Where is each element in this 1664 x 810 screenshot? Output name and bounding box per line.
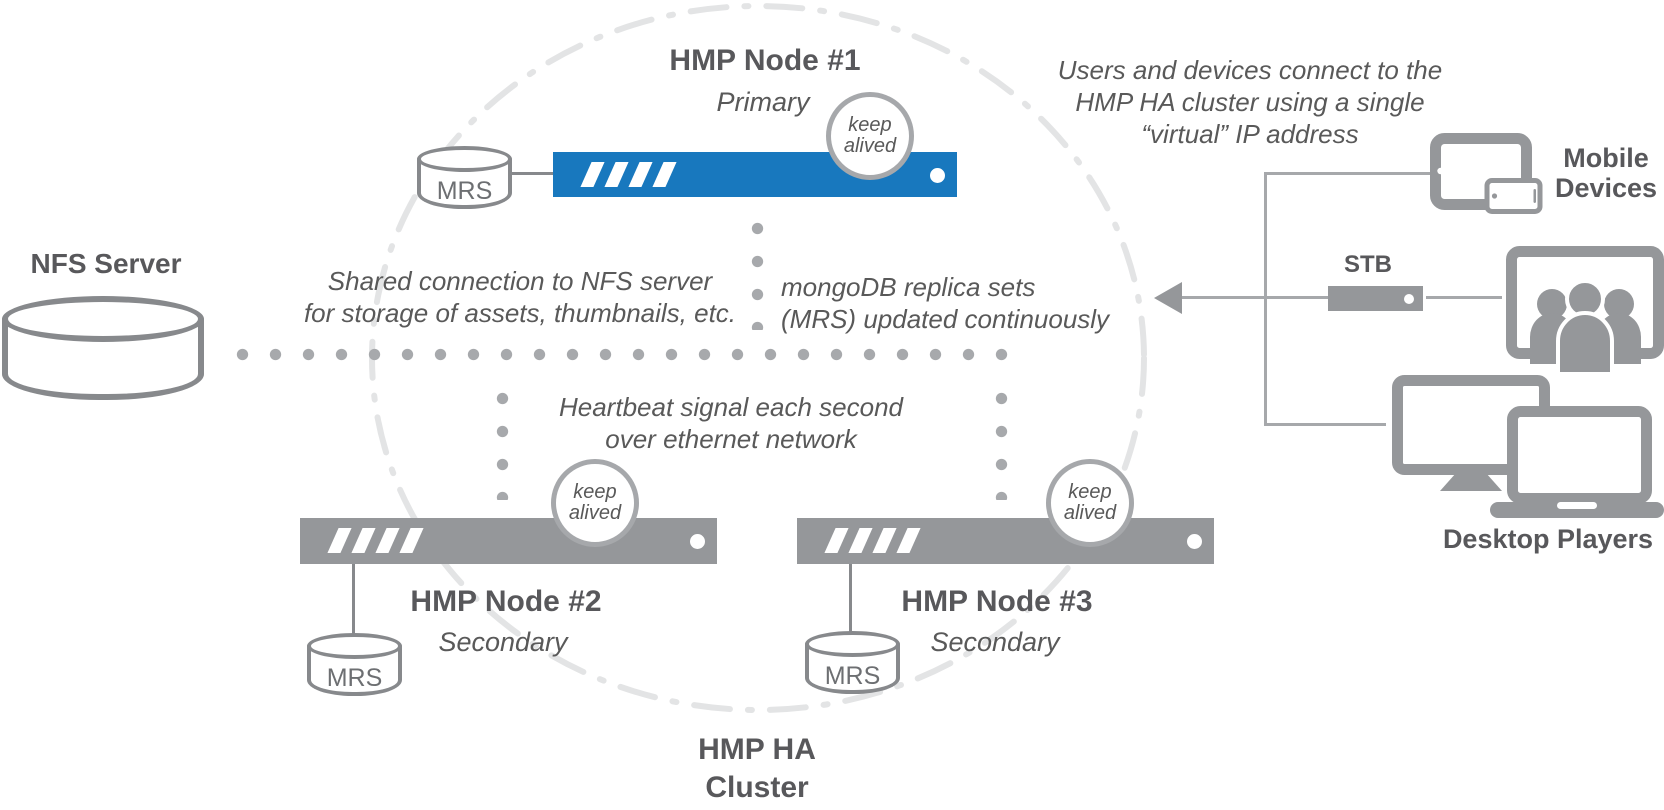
server-led-icon xyxy=(690,534,705,549)
keepalived-label: keep alived xyxy=(843,114,897,157)
mrs2-label: MRS xyxy=(326,664,383,692)
mrs-database-icon-node1: MRS xyxy=(417,146,512,209)
mrs3-label: MRS xyxy=(824,662,881,690)
node3-server-bar xyxy=(797,518,1214,564)
node3-to-mrs3-link xyxy=(849,564,852,638)
node2-title: HMP Node #2 xyxy=(410,585,602,618)
node3-heartbeat-dotted-line xyxy=(995,382,1008,500)
stb-label: STB xyxy=(1344,251,1392,278)
shared-nfs-annotation: Shared connection to NFS server for stor… xyxy=(303,266,737,328)
keepalived-badge-node2: keep alived xyxy=(551,459,639,547)
client-bracket-vertical-line xyxy=(1264,172,1267,426)
left-arrow-icon xyxy=(1154,282,1182,314)
node3-title: HMP Node #3 xyxy=(901,585,1093,618)
tv-with-audience-icon xyxy=(1506,246,1664,376)
tablet-and-phone-icon xyxy=(1430,133,1543,214)
node1-title: HMP Node #1 xyxy=(669,44,861,77)
server-led-icon xyxy=(1187,534,1202,549)
nfs-server-database-icon xyxy=(2,296,204,400)
set-top-box-icon xyxy=(1328,286,1423,311)
keepalived-badge-node1: keep alived xyxy=(826,92,914,180)
mrs-database-icon-node3: MRS xyxy=(805,631,900,694)
cluster-caption: HMP HA Cluster xyxy=(698,733,816,804)
node2-heartbeat-dotted-line xyxy=(496,382,509,500)
node3-role: Secondary xyxy=(930,627,1060,657)
nfs-server-label: NFS Server xyxy=(30,248,182,279)
client-bracket-top-line xyxy=(1264,172,1431,175)
mrs1-label: MRS xyxy=(436,177,493,205)
node2-role: Secondary xyxy=(438,627,568,657)
keepalived-label: keep alived xyxy=(1063,481,1117,524)
desktop-players-label: Desktop Players xyxy=(1442,524,1654,554)
mrs1-to-node1-link xyxy=(508,172,556,175)
virtual-ip-annotation: Users and devices connect to the HMP HA … xyxy=(1057,55,1443,149)
mobile-devices-label: Mobile Devices xyxy=(1554,143,1658,203)
server-led-icon xyxy=(930,167,945,183)
keepalived-badge-node3: keep alived xyxy=(1046,459,1134,547)
node1-replica-dotted-line xyxy=(751,212,764,330)
server-vents-icon xyxy=(327,528,429,558)
mrs-database-icon-node2: MRS xyxy=(307,633,402,696)
stb-led-icon xyxy=(1404,293,1414,304)
node2-server-bar xyxy=(300,518,717,564)
nfs-shared-dotted-line xyxy=(226,348,1015,361)
mongodb-replica-annotation: mongoDB replica sets (MRS) updated conti… xyxy=(781,272,1110,334)
heartbeat-annotation: Heartbeat signal each second over ethern… xyxy=(558,392,903,454)
server-vents-icon xyxy=(824,528,926,558)
stb-to-tv-line xyxy=(1426,296,1502,299)
node1-role: Primary xyxy=(716,87,810,117)
keepalived-label: keep alived xyxy=(568,481,622,524)
clients-to-cluster-line xyxy=(1176,296,1330,299)
client-bracket-bottom-line xyxy=(1264,423,1386,426)
server-vents-icon xyxy=(580,162,682,192)
node2-to-mrs2-link xyxy=(352,564,355,640)
laptop-icon xyxy=(1490,406,1664,518)
